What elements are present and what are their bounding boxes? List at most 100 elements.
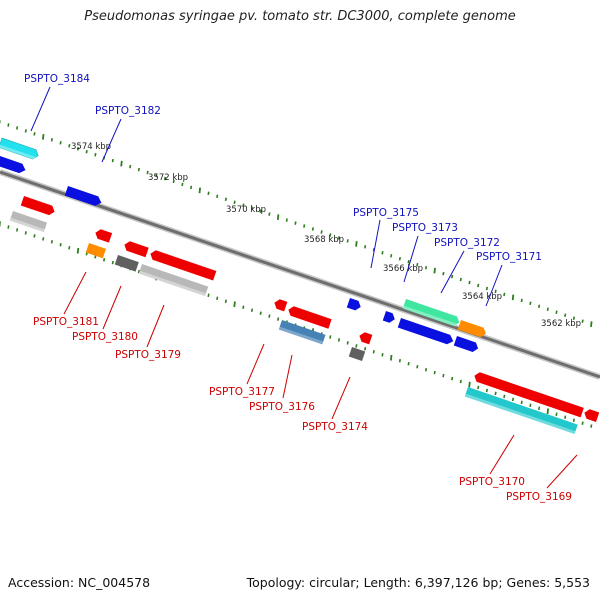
gene-arrow [348,347,366,361]
ruler-tick [364,245,367,249]
gene-label[interactable]: PSPTO_3184 [24,73,90,85]
tick-labels: 3574 kbp 3572 kbp 3570 kbp 3568 kbp 3566… [71,142,581,329]
ruler-tick [111,260,114,265]
ruler-tick [137,167,140,172]
gene-arrow [138,264,209,297]
gene-label[interactable]: PSPTO_3182 [95,105,161,117]
ruler-tick [329,335,332,339]
ruler-tick [451,274,454,279]
ruler-tick [24,231,27,235]
gene-arrow [397,318,454,345]
ruler-tick [68,246,71,250]
gene-arrow [274,299,288,312]
gene-arrow [278,320,326,345]
ruler-tick [50,138,53,142]
gene-label[interactable]: PSPTO_3181 [33,316,99,328]
ruler-tick [372,248,375,252]
gene-arrow [464,387,578,435]
gene-label[interactable]: PSPTO_3179 [115,349,181,361]
gene-label[interactable]: PSPTO_3169 [506,491,572,503]
ruler-tick [538,406,541,411]
gene-label[interactable]: PSPTO_3172 [434,237,500,249]
genome-backbone [0,169,600,380]
ruler-tick [503,292,506,297]
ruler-tick [24,129,27,133]
ruler-tick [546,307,549,312]
gene-arrow [346,298,361,311]
ruler-tick [155,173,158,178]
gene-arrow [474,372,584,418]
ruler-tick [7,225,10,229]
ruler-tick [433,267,436,274]
ruler-tick [590,321,593,327]
ruler-tick [59,243,62,247]
ruler-tick [137,269,140,274]
tick-label: 3566 kbp [383,264,423,274]
ruler-tick [346,239,349,243]
ruler-tick [564,313,567,317]
gene-arrow [114,255,139,272]
ruler-tick [529,301,532,306]
ruler-tick [590,424,593,428]
ruler-tick [407,361,410,366]
ruler-tick [190,185,193,190]
ruler-tick [564,415,567,419]
ruler-tick [442,373,445,378]
gene-label[interactable]: PSPTO_3175 [353,207,419,219]
ruler-tick [424,367,428,372]
ruler-tick [120,160,123,167]
ruler-tick [103,257,106,262]
gene-label[interactable]: PSPTO_3170 [459,476,525,488]
genome-stats-text: Topology: circular; Length: 6,397,126 bp… [246,575,590,590]
ruler-tick [250,308,254,312]
ruler-tick [407,259,410,264]
ruler-tick [398,256,401,261]
ruler-tick [424,265,428,270]
ruler-tick [529,403,532,408]
gene-arrow [402,299,460,327]
ruler-tick [76,247,80,254]
ruler-tick [346,341,349,345]
tick-label: 3574 kbp [71,142,111,152]
ruler-tick [494,391,497,396]
gene-label[interactable]: PSPTO_3171 [476,251,542,263]
ruler-tick [216,194,219,199]
gene-arrow [9,211,48,233]
ruler-tick [42,134,45,140]
ruler-tick [355,241,358,247]
tick-label: 3562 kbp [541,319,581,329]
ruler-tick [311,227,314,231]
ruler-tick [503,394,506,399]
ruler-tick [477,385,480,390]
ruler-tick [572,418,575,422]
ruler-tick [85,149,88,154]
ruler-tick [381,251,384,255]
gene-arrow [382,311,395,323]
ruler-tick [546,408,549,415]
ruler-tick [442,271,445,276]
ruler-tick [494,289,497,294]
gene-arrows-upper [0,137,486,352]
ruler-tick [129,164,132,169]
gene-label[interactable]: PSPTO_3177 [209,386,275,398]
ruler-tick [250,206,254,210]
ruler-tick [477,283,480,288]
ruler-tick [33,132,36,136]
ruler-tick [68,144,71,148]
ruler-tick [329,233,332,237]
ruler-tick [207,293,210,298]
ruler-tick [372,350,375,354]
gene-arrow [85,243,107,259]
ruler-tick [259,209,262,213]
gene-label[interactable]: PSPTO_3176 [249,401,315,413]
gene-arrow [150,250,217,281]
ruler-tick [511,294,515,301]
gene-label[interactable]: PSPTO_3174 [302,421,368,433]
ruler-tick [59,141,62,145]
gene-arrow [584,409,600,422]
ruler-tick [390,354,393,361]
gene-arrow [124,241,149,258]
ruler-tick [16,228,19,232]
gene-label[interactable]: PSPTO_3180 [72,331,138,343]
gene-label[interactable]: PSPTO_3173 [392,222,458,234]
